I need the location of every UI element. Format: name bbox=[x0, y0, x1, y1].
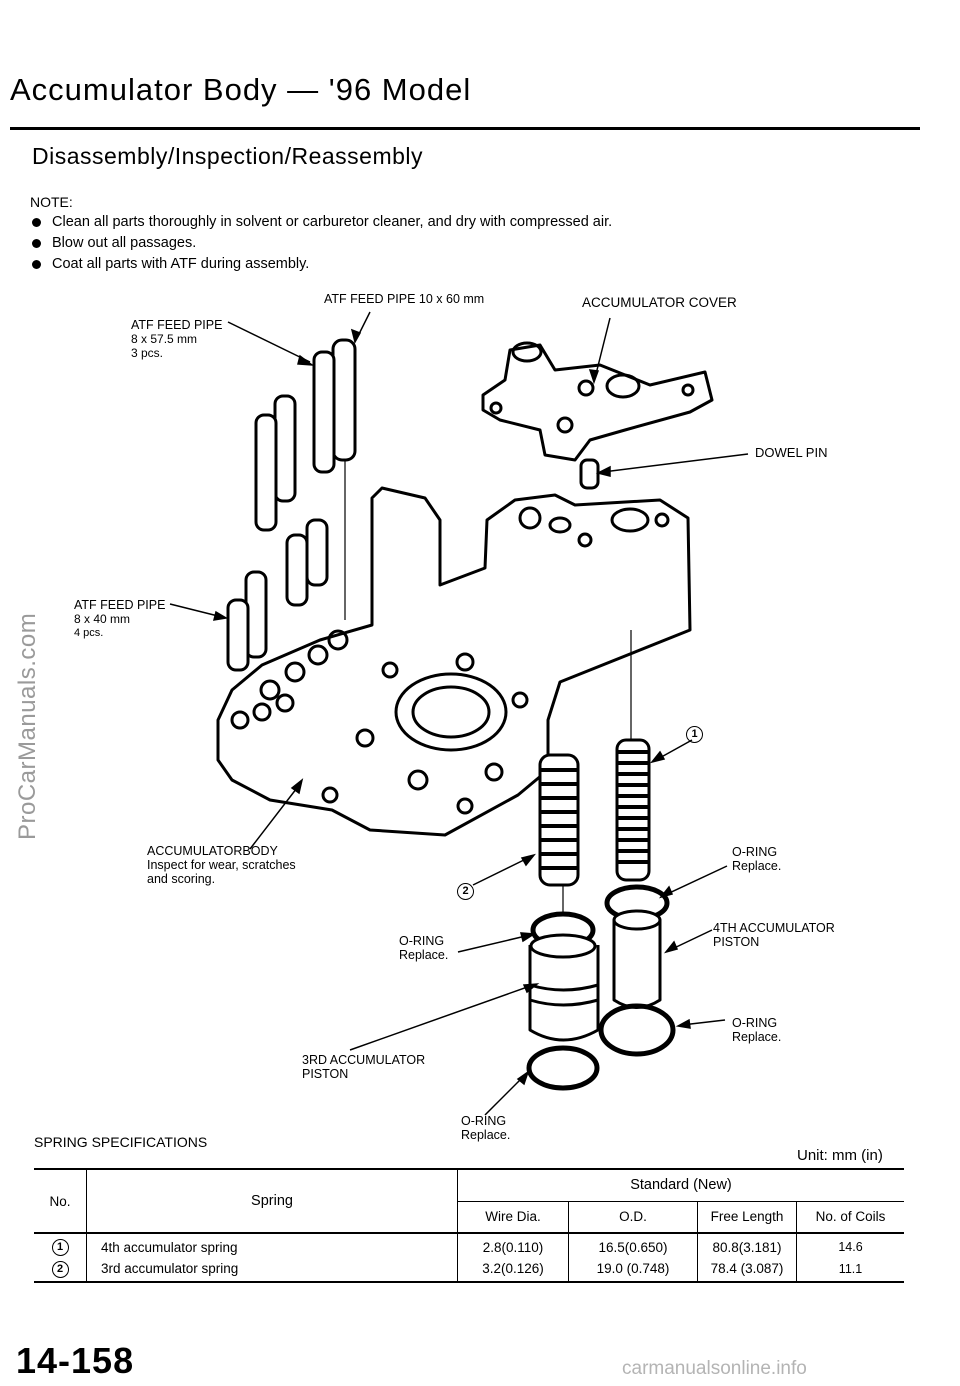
spec-no: 2 bbox=[34, 1256, 87, 1283]
header-od: O.D. bbox=[568, 1201, 698, 1233]
spec-wire-dia: 2.8(0.110) bbox=[457, 1232, 569, 1256]
label-accumulator-cover: ACCUMULATOR COVER bbox=[582, 295, 737, 310]
header-wire-dia: Wire Dia. bbox=[457, 1201, 569, 1233]
footer-watermark: carmanualsonline.info bbox=[622, 1358, 807, 1379]
section-subtitle: Disassembly/Inspection/Reassembly bbox=[32, 143, 424, 169]
spec-no: 1 bbox=[34, 1232, 87, 1256]
note-item: Blow out all passages. bbox=[30, 234, 612, 255]
label-oring-bottom: O-RING Replace. bbox=[461, 1114, 510, 1142]
label-line: 4TH ACCUMULATOR bbox=[713, 921, 835, 935]
label-size: 8 x 40 mm bbox=[74, 612, 131, 626]
label-qty: 3 pcs. bbox=[131, 346, 164, 360]
label-name: ATF FEED PIPE bbox=[131, 318, 223, 332]
label-line: PISTON bbox=[713, 935, 760, 949]
header-coils: No. of Coils bbox=[815, 1209, 886, 1225]
label-oring-lower-right: O-RING Replace. bbox=[732, 1016, 781, 1044]
label-note: Inspect for wear, scratches bbox=[147, 858, 296, 872]
label-line: 3RD ACCUMULATOR bbox=[302, 1053, 426, 1067]
spec-free-length: 80.8(3.181) bbox=[697, 1232, 797, 1256]
spring-3rd bbox=[538, 753, 580, 887]
dowel-pin bbox=[579, 458, 600, 490]
accumulator-body bbox=[216, 486, 692, 837]
note-label: NOTE: bbox=[30, 194, 73, 210]
atf-pipe-57-b bbox=[273, 394, 297, 503]
title-rule bbox=[10, 127, 920, 130]
label-note: Replace. bbox=[399, 948, 449, 962]
label-atf-pipe-40: ATF FEED PIPE 8 x 40 mm 4 pcs. bbox=[74, 598, 165, 640]
callout-spring-2: 2 bbox=[457, 883, 474, 900]
label-atf-pipe-10x60: ATF FEED PIPE 10 x 60 mm bbox=[324, 292, 485, 306]
header-free-length: Free Length bbox=[697, 1201, 797, 1233]
spec-od: 16.5(0.650) bbox=[568, 1232, 698, 1256]
notes-list: Clean all parts thoroughly in solvent or… bbox=[30, 213, 612, 276]
spec-title: SPRING SPECIFICATIONS bbox=[34, 1134, 208, 1150]
label-qty: 4 pcs. bbox=[74, 627, 104, 639]
spec-free-length: 78.4 (3.087) bbox=[697, 1256, 797, 1283]
accumulator-cover bbox=[481, 341, 714, 462]
spec-od: 19.0 (0.748) bbox=[568, 1256, 698, 1283]
atf-pipe-57-c bbox=[254, 413, 278, 532]
label-note: Replace. bbox=[732, 1030, 782, 1044]
label-name: O-RING bbox=[461, 1114, 507, 1128]
label-4th-piston: 4TH ACCUMULATOR PISTON bbox=[713, 921, 835, 949]
header-standard: Standard (New) bbox=[457, 1168, 904, 1202]
spec-unit: Unit: mm (in) bbox=[797, 1147, 883, 1164]
spec-spring: 4th accumulator spring bbox=[86, 1232, 458, 1256]
page-number: 14-158 bbox=[16, 1340, 135, 1381]
note-item: Coat all parts with ATF during assembly. bbox=[30, 255, 612, 276]
label-name: O-RING bbox=[732, 1016, 778, 1030]
atf-pipe-57-a bbox=[312, 350, 336, 474]
label-3rd-piston: 3RD ACCUMULATOR PISTON bbox=[302, 1053, 425, 1081]
spec-coils: 14.6 bbox=[796, 1232, 904, 1256]
label-accumulator-body: ACCUMULATORBODY Inspect for wear, scratc… bbox=[147, 844, 296, 886]
label-oring-left: O-RING Replace. bbox=[399, 934, 448, 962]
atf-pipe-10x60 bbox=[331, 338, 357, 462]
spec-wire-dia: 3.2(0.126) bbox=[457, 1256, 569, 1283]
label-name: O-RING bbox=[399, 934, 445, 948]
label-size: 8 x 57.5 mm bbox=[131, 332, 198, 346]
label-dowel-pin: DOWEL PIN bbox=[755, 445, 828, 460]
label-note: and scoring. bbox=[147, 872, 216, 886]
header-spring: Spring bbox=[86, 1168, 458, 1233]
page-title: Accumulator Body — '96 Model bbox=[10, 72, 472, 107]
label-line: PISTON bbox=[302, 1067, 349, 1081]
label-note: Replace. bbox=[732, 859, 782, 873]
label-oring-upper-right: O-RING Replace. bbox=[732, 845, 781, 873]
label-name: O-RING bbox=[732, 845, 778, 859]
label-atf-pipe-57: ATF FEED PIPE 8 x 57.5 mm 3 pcs. bbox=[131, 318, 222, 360]
label-name: ACCUMULATORBODY bbox=[147, 844, 278, 858]
label-note: Replace. bbox=[461, 1128, 511, 1142]
header-no: No. bbox=[34, 1168, 87, 1233]
note-item: Clean all parts thoroughly in solvent or… bbox=[30, 213, 612, 234]
spring-spec-table: No. Spring Standard (New) Wire Dia. O.D.… bbox=[34, 1168, 904, 1283]
spec-spring: 3rd accumulator spring bbox=[86, 1256, 458, 1283]
label-name: ATF FEED PIPE bbox=[74, 598, 166, 612]
callout-spring-1: 1 bbox=[686, 726, 703, 743]
spec-coils: 11.1 bbox=[796, 1256, 904, 1283]
spring-4th bbox=[615, 738, 651, 882]
